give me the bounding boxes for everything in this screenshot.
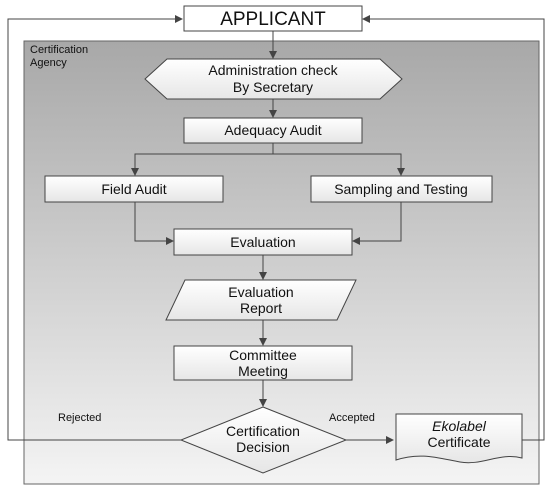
evaluation-report-label-line2: Report	[240, 300, 282, 316]
connectors	[7, 15, 545, 444]
evaluation-label: Evaluation	[230, 234, 295, 250]
adequacy-audit-node	[183, 117, 363, 144]
field-audit-node	[44, 175, 224, 203]
sampling-testing-label: Sampling and Testing	[334, 181, 468, 197]
evaluation-report-node	[165, 279, 357, 321]
agency-container	[23, 40, 540, 485]
applicant-node	[183, 5, 363, 32]
agency-label-line2: Agency	[30, 57, 67, 69]
sampling-testing-node	[310, 175, 493, 203]
rejected-label: Rejected	[58, 412, 101, 424]
committee-meeting-label-line1: Committee	[229, 347, 297, 363]
edge-rejected-loop	[7, 15, 183, 441]
certification-decision-node	[179, 406, 348, 474]
evaluation-report-label-line1: Evaluation	[228, 284, 293, 300]
field-audit-label: Field Audit	[101, 181, 166, 197]
applicant-label: APPLICANT	[220, 9, 326, 30]
agency-label-line1: Certification	[30, 44, 88, 56]
certification-decision-label-line1: Certification	[226, 423, 300, 439]
admin-check-label-line2: By Secretary	[233, 79, 313, 95]
edge-field-evaluation	[134, 202, 174, 245]
edge-certificate-loop	[362, 15, 545, 441]
evaluation-node	[173, 228, 353, 256]
edge-adequacy-sampling	[273, 153, 405, 176]
committee-meeting-label-line2: Meeting	[238, 363, 288, 379]
edge-sampling-evaluation	[352, 202, 402, 245]
ekolabel-certificate-label-line2: Certificate	[427, 434, 490, 450]
ekolabel-certificate-label-line1: Ekolabel	[432, 418, 487, 434]
adequacy-audit-label: Adequacy Audit	[224, 122, 321, 138]
accepted-label: Accepted	[329, 412, 375, 424]
ekolabel-certificate-node	[395, 413, 523, 464]
committee-meeting-node	[173, 345, 353, 381]
edge-adequacy-field	[131, 143, 274, 176]
admin-check-node	[144, 58, 403, 100]
admin-check-label-line1: Administration check	[208, 62, 338, 78]
certification-decision-label-line2: Decision	[236, 439, 290, 455]
